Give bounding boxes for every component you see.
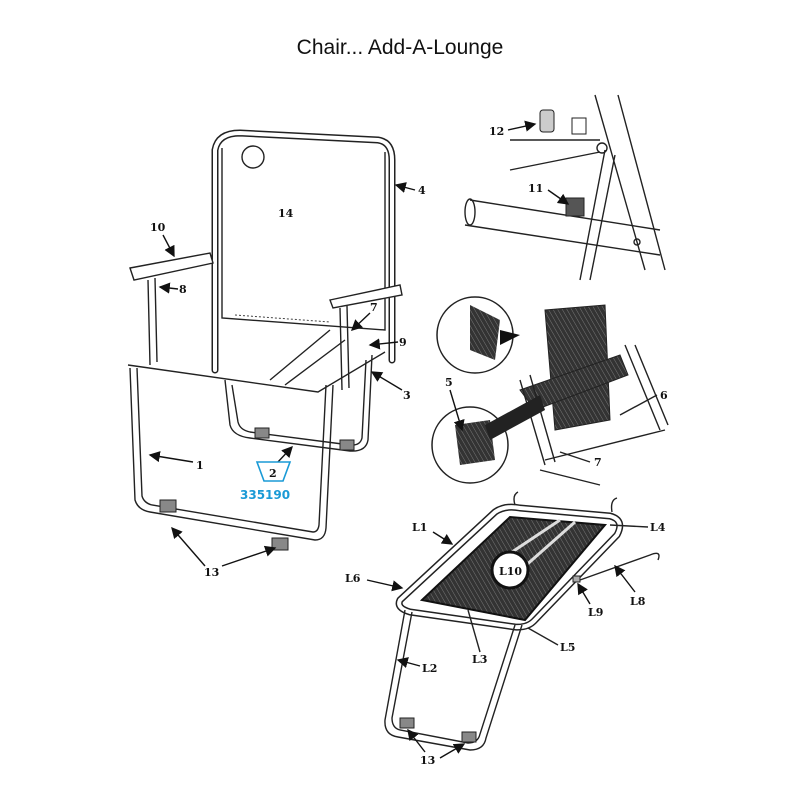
label-L6: L6: [345, 572, 361, 585]
label-L4: L4: [650, 521, 666, 534]
label-7-detail: 7: [594, 456, 602, 469]
label-13-lounge: 13: [420, 754, 435, 767]
callout-trapezoid: [255, 461, 292, 482]
label-4: 4: [418, 184, 426, 197]
label-7: 7: [370, 301, 378, 314]
label-9: 9: [399, 336, 407, 349]
label-10: 10: [150, 221, 166, 234]
label-5: 5: [445, 376, 453, 389]
label-1: 1: [196, 459, 204, 472]
label-L8: L8: [630, 595, 646, 608]
attached-lounge-drawing: [431, 296, 669, 486]
label-L9: L9: [588, 606, 603, 619]
label-L5: L5: [560, 641, 575, 654]
label-6: 6: [660, 389, 668, 402]
label-L1: L1: [412, 521, 427, 534]
label-14: 14: [278, 207, 294, 220]
part-number-sku: 335190: [240, 488, 290, 502]
label-8: 8: [179, 283, 187, 296]
diagram-title: Chair... Add-A-Lounge: [296, 36, 504, 59]
label-2: 2: [269, 467, 277, 480]
lounge-drawing: [384, 491, 660, 751]
chair-drawing: [127, 129, 403, 551]
label-11: 11: [528, 182, 543, 195]
label-13: 13: [204, 566, 219, 579]
label-L2: L2: [422, 662, 437, 675]
label-3: 3: [403, 389, 411, 402]
hinge-detail-drawing: [464, 94, 666, 281]
label-L10: L10: [499, 565, 522, 578]
label-12: 12: [489, 125, 504, 138]
label-L3: L3: [472, 653, 487, 666]
